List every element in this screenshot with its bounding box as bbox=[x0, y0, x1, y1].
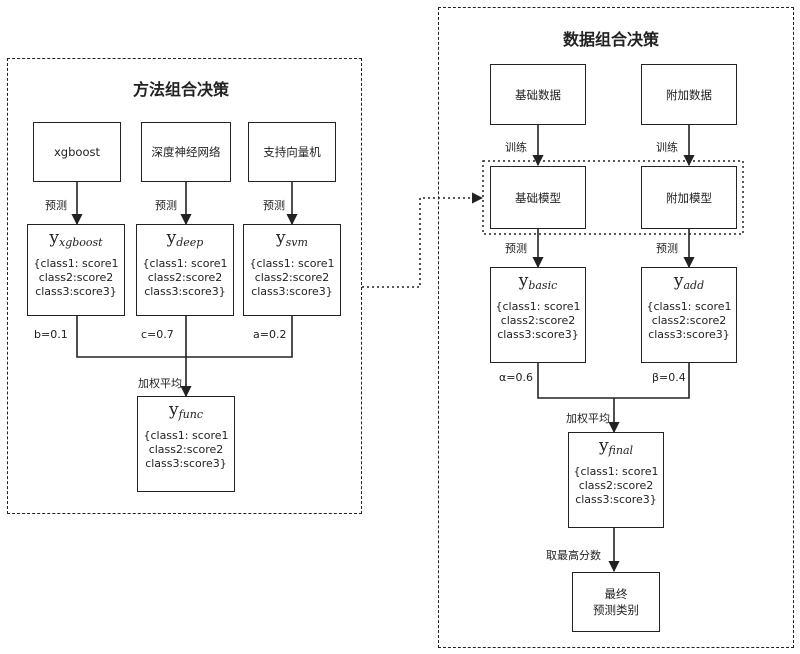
method-group bbox=[7, 58, 362, 514]
data-group-title: 数据组合决策 bbox=[563, 30, 660, 49]
predict-label-basic: 预测 bbox=[505, 242, 527, 255]
weighted-avg-label-left: 加权平均 bbox=[138, 377, 182, 390]
max-score-label: 取最高分数 bbox=[546, 549, 601, 562]
source-basic-data: 基础数据 bbox=[490, 64, 586, 125]
final-line-1: 最终 bbox=[604, 587, 628, 601]
model-add: 附加模型 bbox=[641, 166, 737, 229]
symbol-y-xgboost: yxgboost bbox=[49, 228, 103, 249]
output-xgboost: yxgboost {class1: score1 class2:score2 c… bbox=[27, 224, 125, 316]
output-func: yfunc {class1: score1 class2:score2 clas… bbox=[137, 396, 235, 492]
output-add: yadd {class1: score1 class2:score2 class… bbox=[641, 267, 737, 363]
symbol-y-svm: ysvm bbox=[276, 228, 308, 249]
weight-alpha: α=0.6 bbox=[499, 371, 533, 384]
symbol-y-basic: ybasic bbox=[518, 271, 558, 292]
train-label-basic: 训练 bbox=[505, 141, 527, 154]
train-label-add: 训练 bbox=[656, 141, 678, 154]
output-svm: ysvm {class1: score1 class2:score2 class… bbox=[243, 224, 341, 316]
final-prediction: 最终 预测类别 bbox=[572, 572, 660, 632]
source-add-data: 附加数据 bbox=[641, 64, 737, 125]
source-xgboost: xgboost bbox=[33, 122, 121, 182]
predict-label-add: 预测 bbox=[656, 242, 678, 255]
edge-left-merge bbox=[76, 316, 293, 358]
data-group bbox=[438, 7, 794, 648]
symbol-y-add: yadd bbox=[673, 271, 705, 292]
models-bracket bbox=[482, 160, 744, 235]
predict-label-deep: 预测 bbox=[155, 199, 177, 212]
weight-svm: a=0.2 bbox=[253, 328, 287, 341]
model-basic: 基础模型 bbox=[490, 166, 586, 229]
weight-deep: c=0.7 bbox=[141, 328, 174, 341]
method-group-title: 方法组合决策 bbox=[133, 80, 230, 99]
symbol-y-func: yfunc bbox=[168, 400, 203, 421]
weighted-avg-label-right: 加权平均 bbox=[566, 412, 610, 425]
final-line-2: 预测类别 bbox=[593, 603, 639, 617]
symbol-y-final: yfinal bbox=[598, 436, 634, 457]
predict-label-xgboost: 预测 bbox=[45, 199, 67, 212]
output-final: yfinal {class1: score1 class2:score2 cla… bbox=[568, 432, 664, 528]
predict-label-svm: 预测 bbox=[263, 199, 285, 212]
source-deep-nn: 深度神经网络 bbox=[141, 122, 231, 182]
weight-xgboost: b=0.1 bbox=[34, 328, 68, 341]
output-basic: ybasic {class1: score1 class2:score2 cla… bbox=[490, 267, 586, 363]
weight-beta: β=0.4 bbox=[652, 371, 686, 384]
symbol-y-deep: ydeep bbox=[166, 228, 204, 249]
source-svm: 支持向量机 bbox=[248, 122, 336, 182]
output-deep: ydeep {class1: score1 class2:score2 clas… bbox=[136, 224, 234, 316]
